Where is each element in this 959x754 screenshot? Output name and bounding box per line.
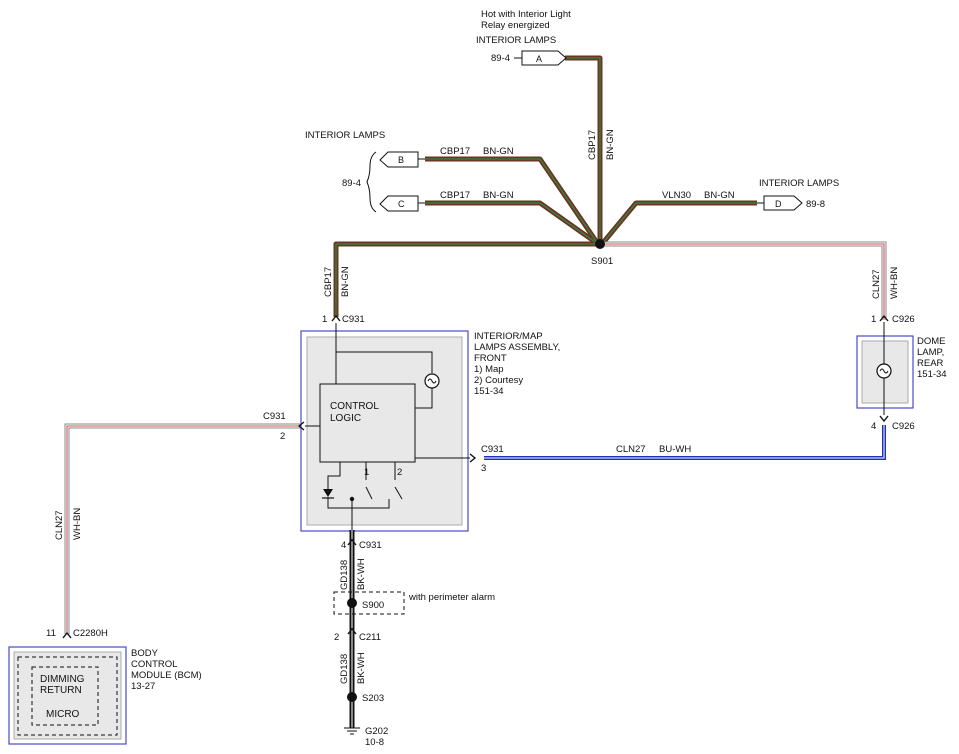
bcm-line1: BODY	[131, 648, 159, 659]
splice-s203-label: S203	[362, 693, 384, 704]
pin-c931-4-conn: C931	[359, 540, 382, 551]
diode-icon	[322, 489, 334, 499]
pin-arrows	[62, 314, 889, 639]
splice-s901-label: S901	[591, 256, 613, 267]
dome-ref: 151-34	[917, 369, 947, 380]
cbp17-wires	[333, 55, 757, 317]
pin-c931-2-conn: C931	[263, 411, 286, 422]
pin-c926-1-conn: C926	[892, 314, 915, 325]
wire-right-code: CLN27	[871, 269, 882, 299]
pin-c211-num: 2	[334, 632, 339, 643]
wire-blue-code: CLN27	[616, 444, 646, 455]
wire-d-color: BN-GN	[704, 190, 735, 201]
wire-b-color: BN-GN	[483, 146, 514, 157]
connector-d	[757, 195, 803, 211]
splice-s900	[347, 598, 357, 608]
connector-b-letter: B	[398, 155, 404, 165]
dome-line3: REAR	[917, 358, 944, 369]
wire-gd1-color: BK-WH	[356, 558, 367, 590]
pin-c931-3-conn: C931	[481, 444, 504, 455]
connector-d-title: INTERIOR LAMPS	[759, 178, 839, 189]
pin-c2280h-num: 11	[46, 628, 56, 639]
pin-c931-1-num: 1	[322, 314, 327, 325]
dome-line1: DOME	[917, 336, 946, 347]
bcm-line2: CONTROL	[131, 659, 177, 670]
connector-bc-ref: 89-4	[342, 178, 361, 189]
pin-c931-4-num: 4	[341, 540, 346, 551]
switch-2-label: 2	[397, 467, 402, 478]
wire-gd1-code: GD138	[339, 560, 350, 590]
perimeter-alarm-note: with perimeter alarm	[408, 592, 495, 603]
cln27-white-wires	[64, 241, 887, 634]
pin-c931-1-conn: C931	[342, 314, 365, 325]
connector-c-letter: C	[398, 199, 405, 209]
switch-contact-icon	[349, 496, 355, 502]
wire-c-color: BN-GN	[483, 190, 514, 201]
pin-c931-2-num: 2	[280, 431, 285, 442]
splice-s203	[347, 692, 357, 702]
wire-b-code: CBP17	[440, 146, 470, 157]
wire-left-code: CBP17	[323, 267, 334, 297]
wire-d-code: VLN30	[662, 190, 691, 201]
dome-line2: LAMP,	[917, 347, 944, 358]
wire-a-color: BN-GN	[605, 129, 616, 160]
ground-ref: 10-8	[365, 737, 384, 748]
pin-c931-3-num: 3	[481, 463, 486, 474]
bcm-ref: 13-27	[131, 681, 155, 692]
wire-c-code: CBP17	[440, 190, 470, 201]
splice-s900-label: S900	[362, 600, 384, 611]
control-logic-line2: LOGIC	[330, 413, 361, 424]
front-assembly-line4: 1) Map	[474, 364, 504, 375]
cln27-blue-wire	[484, 425, 886, 460]
wire-gd2-code: GD138	[339, 654, 350, 684]
wire-a-code: CBP17	[587, 130, 598, 160]
front-assembly-internal	[305, 323, 470, 530]
front-assembly-line3: FRONT	[474, 353, 507, 364]
splice-s901	[595, 239, 605, 249]
bcm-line3: MODULE (BCM)	[131, 670, 202, 681]
pin-c926-1-num: 1	[871, 314, 876, 325]
bcm-module	[8, 646, 127, 745]
front-assembly-ref: 151-34	[474, 386, 504, 397]
connector-a-letter: A	[536, 54, 542, 64]
control-logic-line1: CONTROL	[330, 401, 379, 412]
bcm-dimming-2: RETURN	[40, 685, 82, 696]
pin-c211-conn: C211	[359, 632, 381, 643]
bulb-icon	[424, 373, 440, 389]
connector-d-ref: 89-8	[806, 199, 825, 210]
wire-bcm-color: WH-BN	[72, 508, 83, 540]
connector-a-title: INTERIOR LAMPS	[476, 35, 556, 46]
connector-d-letter: D	[775, 199, 782, 209]
connector-bc-title: INTERIOR LAMPS	[305, 130, 385, 141]
hot-note-1: Hot with Interior Light	[481, 9, 571, 20]
bcm-micro: MICRO	[46, 709, 80, 720]
switch-1-label: 1	[364, 467, 369, 478]
front-assembly-line2: LAMPS ASSEMBLY,	[474, 342, 560, 353]
bcm-dimming-1: DIMMING	[40, 674, 85, 685]
pin-c926-4-conn: C926	[892, 421, 915, 432]
pin-c2280h-conn: C2280H	[73, 628, 108, 639]
wire-gd2-color: BK-WH	[356, 652, 367, 684]
connector-a-ref: 89-4	[491, 53, 510, 64]
ground-icon	[344, 727, 360, 735]
connector-bc-brace	[366, 151, 377, 213]
connector-c	[379, 195, 425, 212]
front-assembly-line5: 2) Courtesy	[474, 375, 523, 386]
perimeter-alarm-box	[333, 591, 405, 615]
wire-blue-color: BU-WH	[659, 444, 691, 455]
wire-left-color: BN-GN	[340, 266, 351, 297]
front-assembly-line1: INTERIOR/MAP	[474, 331, 543, 342]
dome-internal	[876, 322, 892, 415]
ground-name: G202	[365, 726, 388, 737]
hot-note-2: Relay energized	[481, 20, 550, 31]
wire-bcm-code: CLN27	[54, 510, 65, 540]
connector-a	[514, 50, 567, 66]
pin-c926-4-num: 4	[871, 421, 876, 432]
wire-right-color: WH-BN	[889, 267, 900, 299]
connector-b	[379, 151, 425, 168]
